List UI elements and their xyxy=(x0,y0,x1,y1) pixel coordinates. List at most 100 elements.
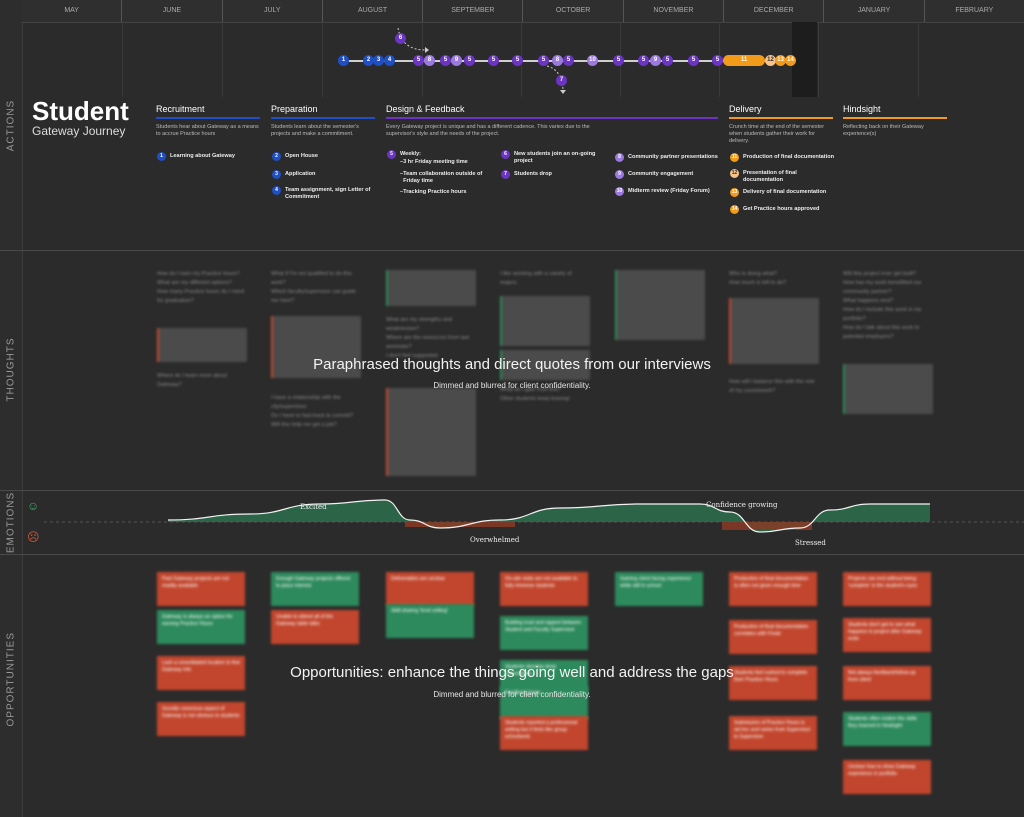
opportunity-card: Students reported a professional setting… xyxy=(500,716,588,750)
thought-card xyxy=(729,298,819,364)
phase-description: Reflecting back on their Gateway experie… xyxy=(843,124,924,137)
timeline-marker: 5 xyxy=(464,55,475,66)
thought-note: What do I gain from this?Other students … xyxy=(500,387,571,402)
step-label: Get Practice hours approved xyxy=(743,206,820,212)
month-bar: MAY JUNE JULY AUGUST SEPTEMBER OCTOBER N… xyxy=(22,0,1024,23)
thought-card xyxy=(271,316,361,378)
dash-icon: – xyxy=(400,171,404,177)
timeline-marker: 5 xyxy=(512,55,523,66)
weekly-label: 3 hr Friday meeting time xyxy=(403,159,468,165)
month-august: AUGUST xyxy=(321,0,422,22)
step-label: Application xyxy=(285,171,316,177)
step-label: New students join an on-going project xyxy=(514,151,596,164)
thought-card xyxy=(386,270,476,306)
step-number: 13 xyxy=(730,188,739,197)
month-december: DECEMBER xyxy=(723,0,823,22)
lane-label-opportunities: OPPORTUNITIES xyxy=(5,632,17,727)
timeline-marker: 5 xyxy=(712,55,723,66)
timeline-marker: 3 xyxy=(373,55,384,66)
opportunity-card: Students feel rushed to complete their P… xyxy=(729,666,817,700)
opportunity-card: Production of final documentation correl… xyxy=(729,620,817,654)
step-item: 9 Community engagement xyxy=(615,170,694,179)
step-number: 9 xyxy=(615,170,624,179)
month-may: MAY xyxy=(64,7,79,14)
timeline-marker: 9 xyxy=(650,55,661,66)
month-january: JANUARY xyxy=(823,0,923,22)
timeline-marker: 5 xyxy=(413,55,424,66)
timeline-marker: 5 xyxy=(488,55,499,66)
thought-note: Where do I learn more about Gateway? xyxy=(157,373,228,388)
timeline-marker: 5 xyxy=(563,55,574,66)
step-number: 4 xyxy=(272,186,281,195)
timeline-marker: 5 xyxy=(538,55,549,66)
step-number: 14 xyxy=(730,205,739,214)
opportunity-card: Unable to attend all of the Gateway tabl… xyxy=(271,610,359,644)
opportunity-card: Students often realize the skills they l… xyxy=(843,712,931,746)
opportunities-heading: Opportunities: enhance the things going … xyxy=(290,664,734,681)
timeline-marker: 4 xyxy=(384,55,395,66)
thought-card xyxy=(386,388,476,476)
thought-note: I like working with a variety of majors. xyxy=(500,271,572,286)
lane-divider xyxy=(0,250,1024,251)
thoughts-heading: Paraphrased thoughts and direct quotes f… xyxy=(313,356,711,373)
opportunity-card: Production of final documentation is oft… xyxy=(729,572,817,606)
timeline-marker: 5 xyxy=(613,55,624,66)
timeline-marker: 9 xyxy=(451,55,462,66)
step-number: 6 xyxy=(501,150,510,159)
phase-bar xyxy=(271,117,375,119)
timeline-marker: 10 xyxy=(587,55,598,66)
december-shade xyxy=(792,22,817,97)
phase-hindsight: Hindsight Reflecting back on their Gatew… xyxy=(843,104,947,138)
opportunity-card: Feedback loops xyxy=(500,686,588,720)
lane-divider xyxy=(0,490,1024,491)
dash-icon: – xyxy=(400,159,404,165)
phase-design-feedback: Design & Feedback Every Gateway project … xyxy=(386,104,718,138)
month-july: JULY xyxy=(221,0,322,22)
thoughts-subheading: Dimmed and blurred for client confidenti… xyxy=(433,381,591,390)
opportunity-card: Submission of Practice Hours is ad-hoc a… xyxy=(729,716,817,750)
emotion-line xyxy=(167,499,930,533)
emotion-negative-area xyxy=(405,522,515,527)
step-label: Community engagement xyxy=(628,171,694,177)
month-october: OCTOBER xyxy=(522,0,622,22)
thought-note: What are my strengths and weaknesses?Whe… xyxy=(386,317,470,359)
sad-face-icon: ☹ xyxy=(27,530,40,544)
phase-description: Every Gateway project is unique and has … xyxy=(386,124,590,137)
timeline-marker: 5 xyxy=(662,55,673,66)
opportunity-card: Unclear how to show Gateway experience i… xyxy=(843,760,931,794)
lane-gutter: ACTIONS THOUGHTS EMOTIONS OPPORTUNITIES xyxy=(0,0,23,817)
emotion-label-overwhelmed: Overwhelmed xyxy=(470,536,520,544)
timeline-marker: 8 xyxy=(424,55,435,66)
phase-preparation: Preparation Students learn about the sem… xyxy=(271,104,375,138)
timeline-marker: 8 xyxy=(552,55,563,66)
thought-card xyxy=(500,296,590,346)
opportunity-card: Enough Gateway projects offered to place… xyxy=(271,572,359,606)
phase-description: Students learn about the semester's proj… xyxy=(271,124,359,137)
step-label: Presentation of final documentation xyxy=(743,170,797,183)
opportunity-card: Gateway is always an option for earning … xyxy=(157,610,245,644)
phase-delivery: Delivery Crunch time at the end of the s… xyxy=(729,104,833,145)
phase-bar xyxy=(156,117,260,119)
opportunity-card: Deliverables are unclear xyxy=(386,572,474,606)
step-item: 14 Get Practice hours approved xyxy=(730,205,820,214)
weekly-label: Tracking Practice hours xyxy=(403,189,467,195)
step-label: Team assignment, sign Letter of Commitme… xyxy=(285,187,371,200)
step-label: Students drop xyxy=(514,171,552,177)
thought-card xyxy=(615,270,705,340)
thought-card xyxy=(843,364,933,414)
emotion-area xyxy=(168,500,930,532)
step-item: 4 Team assignment, sign Letter of Commitm… xyxy=(272,186,372,201)
timeline-marker: 5 xyxy=(440,55,451,66)
thought-note: Who is doing what?How much is left to do… xyxy=(729,271,787,286)
phase-title: Preparation xyxy=(271,104,318,114)
timeline-marker: 12 xyxy=(765,55,776,66)
weekly-item: – Team collaboration outside of Friday t… xyxy=(400,171,490,185)
timeline-marker: 2 xyxy=(363,55,374,66)
